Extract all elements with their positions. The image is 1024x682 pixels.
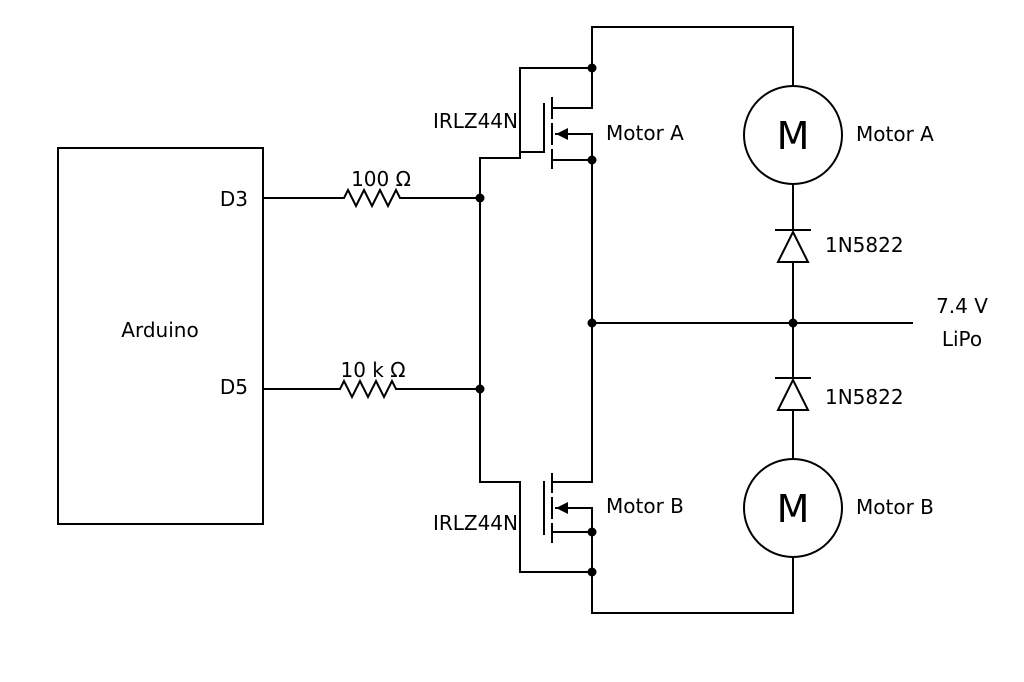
supply-voltage-label: 7.4 V xyxy=(936,294,988,318)
resistor-10k-ohm xyxy=(262,378,481,400)
mosfet-top xyxy=(519,67,593,169)
motor-a-m: M xyxy=(777,114,810,158)
mosfet-top-label: IRLZ44N xyxy=(433,109,518,133)
mosfet-bottom-motor-label: Motor B xyxy=(606,494,684,518)
gate-bus xyxy=(479,157,521,483)
motor-a-label: Motor A xyxy=(856,122,934,146)
diode-bottom-label: 1N5822 xyxy=(825,385,904,409)
arduino-label: Arduino xyxy=(121,318,198,342)
motor-b-label: Motor B xyxy=(856,495,934,519)
junction-mosfet-bottom-drain xyxy=(587,527,597,537)
junction-gate-bottom xyxy=(475,384,485,394)
motor-a-loop xyxy=(591,26,794,324)
pin-d5-label: D5 xyxy=(220,375,248,399)
diode-bottom xyxy=(775,322,811,460)
mosfet-bottom xyxy=(519,473,593,573)
junction-gate-top xyxy=(475,193,485,203)
junction-common-left xyxy=(587,318,597,328)
mosfet-top-motor-label: Motor A xyxy=(606,121,684,145)
pin-d3-label: D3 xyxy=(220,187,248,211)
supply-type-label: LiPo xyxy=(942,327,982,351)
diode-top-label: 1N5822 xyxy=(825,233,904,257)
resistor-100-ohm xyxy=(262,187,481,209)
arduino-block xyxy=(57,147,264,525)
motor-b-loop xyxy=(591,556,794,614)
diode-top xyxy=(775,229,811,263)
mosfet-bottom-label: IRLZ44N xyxy=(433,511,518,535)
motor-a-symbol xyxy=(743,85,843,185)
resistor-10k-ohm-label: 10 k Ω xyxy=(340,358,405,382)
common-bus xyxy=(591,159,913,483)
resistor-100-ohm-label: 100 Ω xyxy=(351,167,411,191)
motor-b-m: M xyxy=(777,487,810,531)
